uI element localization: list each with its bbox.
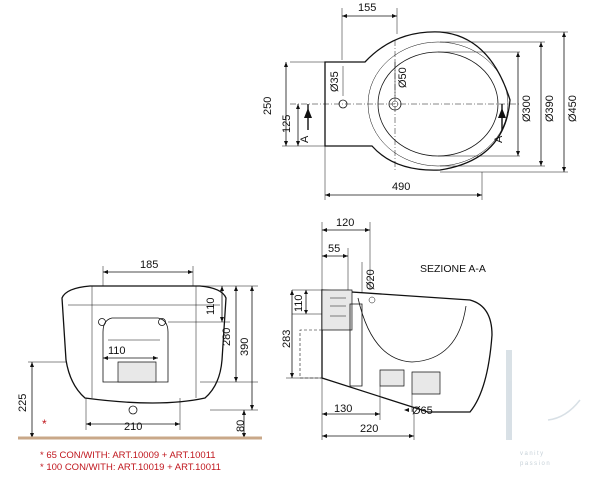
mount-hole-left xyxy=(98,318,106,326)
dim-185-label: 185 xyxy=(140,259,158,271)
dim-110-label: 110 xyxy=(205,297,217,315)
dim-110-inner-label: 110 xyxy=(108,345,126,357)
dim-280-label: 280 xyxy=(221,328,233,346)
note-line-2: * 100 CON/WITH: ART.10019 + ART.10011 xyxy=(40,462,221,473)
dim-20-label: Ø20 xyxy=(365,269,377,290)
watermark-line-2: passion xyxy=(520,461,551,467)
dim-65-label: Ø65 xyxy=(412,405,433,417)
dim-120-label: 120 xyxy=(336,217,354,229)
dim-250-label: 250 xyxy=(262,97,274,115)
drain-front xyxy=(128,405,138,415)
watermark-logo: vanity passion xyxy=(506,350,581,467)
dim-390-front-label: 390 xyxy=(239,338,251,356)
section-title: SEZIONE A-A xyxy=(420,263,486,275)
dim-55-label: 55 xyxy=(328,243,340,255)
dim-390-label: Ø390 xyxy=(544,95,556,122)
section-marker-left: A xyxy=(299,135,311,143)
trap xyxy=(349,303,363,387)
dim-225-label: 225 xyxy=(17,394,29,412)
dim-490-label: 490 xyxy=(392,181,410,193)
section-view: SEZIONE A-A 120 55 Ø20 110 xyxy=(281,217,493,440)
section-marker-right: A xyxy=(493,135,505,143)
dim-80-label: 80 xyxy=(235,420,247,432)
dim-300-label: Ø300 xyxy=(521,95,533,122)
front-view: 185 110 110 280 390 80 xyxy=(17,259,262,440)
bidet-front-body xyxy=(61,285,227,404)
dim-125-label: 125 xyxy=(281,115,293,133)
dim-283-label: 283 xyxy=(281,330,293,348)
dim-220-label: 220 xyxy=(360,423,378,435)
dim-35-label: Ø35 xyxy=(329,71,341,92)
dim-210-label: 210 xyxy=(124,421,142,433)
watermark-line-1: vanity xyxy=(520,451,545,457)
dim-110-section-label: 110 xyxy=(293,294,305,312)
dim-130-label: 130 xyxy=(334,403,352,415)
top-view: 155 Ø35 Ø50 250 125 A A xyxy=(262,2,579,200)
dim-50-label: Ø50 xyxy=(397,67,409,88)
notes: * 65 CON/WITH: ART.10009 + ART.10011 * 1… xyxy=(40,450,221,473)
bidet-top-outline xyxy=(324,31,511,171)
dim-450-label: Ø450 xyxy=(567,95,579,122)
asterisk-marker: * xyxy=(42,417,47,431)
dim-155-label: 155 xyxy=(358,2,376,14)
mount-hole-right xyxy=(158,318,166,326)
note-line-1: * 65 CON/WITH: ART.10009 + ART.10011 xyxy=(40,450,216,461)
